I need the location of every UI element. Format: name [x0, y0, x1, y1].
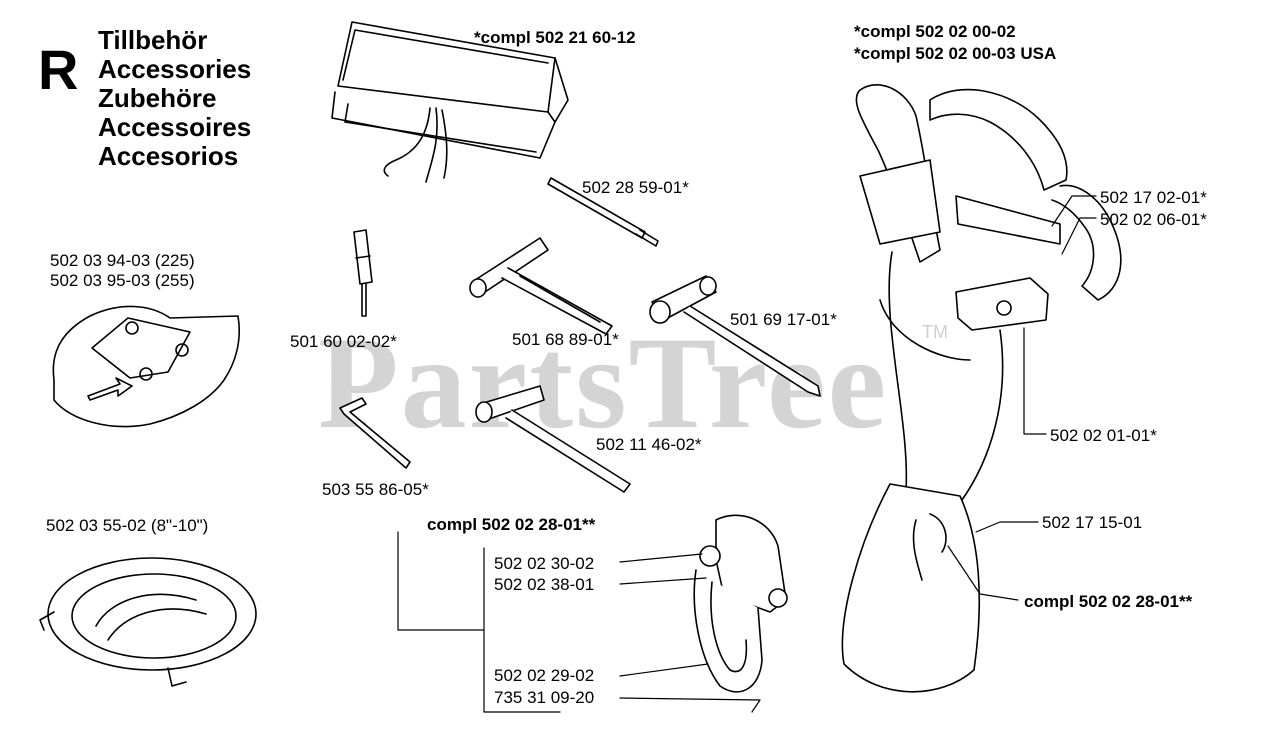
- label-strap-1[interactable]: 502 17 02-01*: [1100, 188, 1207, 207]
- combi-spanner-drawing: [650, 276, 820, 396]
- label-harness-hook-compl[interactable]: compl 502 02 28-01**: [1024, 592, 1193, 611]
- label-guard-1[interactable]: 502 03 94-03 (225): [50, 251, 195, 270]
- watermark: PartsTree: [318, 309, 889, 456]
- label-hook-compl[interactable]: compl 502 02 28-01**: [427, 515, 596, 534]
- title-english: Accessories: [98, 54, 252, 84]
- label-tbar-wrench[interactable]: 501 68 89-01*: [512, 330, 619, 349]
- label-screwdriver[interactable]: 501 60 02-02*: [290, 332, 397, 351]
- section-letter: R: [38, 38, 79, 101]
- harness-drawing: [842, 85, 1120, 692]
- label-hook-part-3[interactable]: 502 02 29-02: [494, 666, 595, 685]
- label-combi-spanner[interactable]: 501 69 17-01*: [730, 310, 837, 329]
- title-french: Accessoires: [98, 112, 252, 142]
- leader-lines: [398, 196, 1096, 712]
- label-hip-pad[interactable]: 502 17 15-01: [1042, 513, 1143, 532]
- title-swedish: Tillbehör: [98, 25, 208, 55]
- label-drift[interactable]: 502 28 59-01*: [582, 178, 689, 197]
- tool-bag-drawing: [332, 22, 568, 182]
- tbar-wrench-drawing: [470, 238, 612, 334]
- label-guard-2[interactable]: 502 03 95-03 (255): [50, 271, 195, 290]
- label-harness-part[interactable]: 502 02 01-01*: [1050, 426, 1157, 445]
- watermark-trademark: TM: [922, 322, 948, 342]
- trimmer-guard-drawing: [53, 306, 239, 426]
- label-harness-compl-1[interactable]: *compl 502 02 00-02: [854, 22, 1016, 41]
- label-cover[interactable]: 502 03 55-02 (8"-10"): [46, 516, 209, 535]
- label-hook-part-1[interactable]: 502 02 30-02: [494, 554, 595, 573]
- label-harness-compl-2[interactable]: *compl 502 02 00-03 USA: [854, 44, 1057, 63]
- label-strap-2[interactable]: 502 02 06-01*: [1100, 210, 1207, 229]
- trimmer-hook-drawing: [694, 515, 787, 692]
- label-hook-part-2[interactable]: 502 02 38-01: [494, 575, 595, 594]
- drift-drawing: [548, 178, 658, 246]
- hex-key-drawing: [340, 398, 410, 468]
- label-toolbag-compl[interactable]: *compl 502 21 60-12: [474, 28, 636, 47]
- title-spanish: Accesorios: [98, 141, 239, 171]
- title-german: Zubehöre: [98, 83, 217, 113]
- title-stack: Tillbehör Accessories Zubehöre Accessoir…: [98, 26, 251, 171]
- screwdriver-drawing: [354, 230, 372, 316]
- label-socket-wrench[interactable]: 502 11 46-02*: [596, 435, 702, 454]
- label-hex-key[interactable]: 503 55 86-05*: [322, 480, 429, 499]
- socket-wrench-drawing: [476, 386, 630, 492]
- cover-drawing: [40, 558, 256, 686]
- label-hook-part-4[interactable]: 735 31 09-20: [494, 688, 595, 707]
